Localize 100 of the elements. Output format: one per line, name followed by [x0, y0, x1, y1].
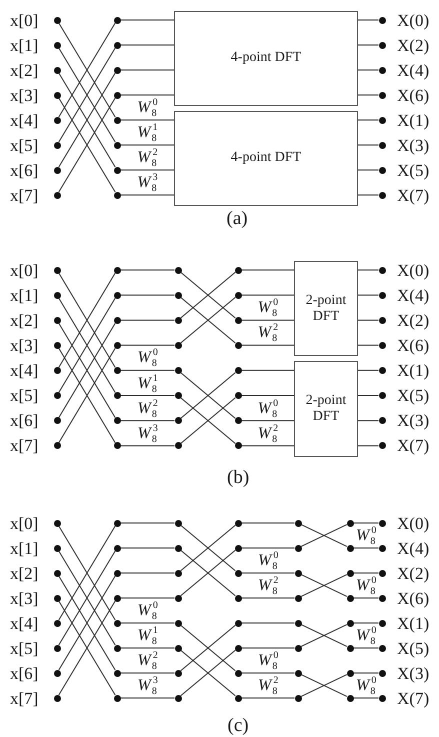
dot-icon [54, 66, 60, 74]
crossed-lines [58, 550, 116, 646]
connector-line [120, 344, 175, 346]
dot-icon [234, 392, 242, 399]
signal-label: x[7] [10, 690, 38, 706]
dot-icon [234, 366, 242, 374]
dot-icon [378, 442, 386, 450]
dot-icon [114, 644, 120, 652]
block-label: 2-point DFT [304, 392, 348, 426]
signal-label: X(1) [397, 112, 430, 128]
dot-icon [294, 670, 302, 676]
crossed-lines [180, 397, 236, 444]
dot-icon [294, 570, 302, 576]
dot-icon [378, 342, 386, 349]
crossed-lines [180, 624, 236, 672]
crossed-lines [180, 650, 236, 696]
connector-line [358, 420, 379, 422]
dot-icon [378, 544, 386, 552]
connector-line [358, 370, 379, 371]
dot-icon [378, 142, 386, 148]
connector-line [241, 522, 295, 524]
dot-icon [54, 292, 60, 299]
dot-icon [378, 266, 386, 274]
dot-icon [234, 694, 242, 702]
connector-line [353, 572, 379, 574]
dot-icon [234, 670, 242, 676]
connector-line [241, 370, 294, 371]
dot-icon [234, 644, 242, 652]
dot-icon [174, 594, 182, 602]
dot-icon [346, 594, 354, 602]
dot-icon [114, 92, 120, 98]
connector-line [358, 320, 379, 321]
connector-line [358, 144, 379, 146]
dot-icon [114, 366, 120, 374]
signal-label: x[4] [10, 614, 38, 632]
process-box [174, 11, 358, 106]
connector-line [241, 445, 294, 446]
process-box [294, 361, 358, 457]
dot-icon [346, 644, 354, 652]
dot-icon [294, 620, 302, 626]
connector-line [120, 194, 174, 196]
signal-label: x[4] [10, 362, 38, 379]
dot-icon [378, 620, 386, 626]
dot-icon [114, 417, 120, 424]
dot-icon [54, 366, 60, 374]
signal-label: X(0) [397, 514, 430, 532]
signal-label: X(5) [397, 162, 430, 178]
dot-icon [54, 594, 60, 602]
crossed-lines [58, 322, 116, 418]
connector-line [120, 395, 175, 396]
dot-icon [378, 520, 386, 526]
crossed-lines [300, 524, 348, 547]
signal-label: x[6] [10, 412, 38, 430]
crossed-lines [180, 372, 236, 419]
connector-line [358, 194, 379, 196]
crossed-lines [300, 574, 348, 597]
signal-label: X(3) [397, 664, 430, 682]
panel-label: (b) [227, 468, 250, 486]
dot-icon [174, 342, 182, 349]
dot-icon [114, 266, 120, 274]
connector-line [120, 572, 175, 574]
process-box [174, 111, 358, 206]
connector-line [120, 622, 175, 624]
dot-icon [114, 42, 120, 48]
dot-icon [346, 544, 354, 552]
block-label: 4-point DFT [230, 150, 302, 167]
signal-label: X(7) [397, 690, 430, 706]
connector-line [358, 445, 379, 446]
signal-label: x[2] [10, 564, 38, 582]
dot-icon [174, 316, 182, 324]
signal-label: x[6] [10, 664, 38, 682]
signal-label: X(2) [397, 36, 430, 54]
dot-icon [174, 670, 182, 676]
dot-icon [54, 92, 60, 98]
signal-label: x[7] [10, 437, 38, 454]
dot-icon [234, 520, 242, 526]
dot-icon [234, 342, 242, 349]
dot-icon [378, 42, 386, 48]
dot-icon [114, 192, 120, 198]
dot-icon [114, 166, 120, 174]
signal-label: X(7) [397, 437, 430, 454]
dot-icon [54, 570, 60, 576]
dot-icon [378, 16, 386, 24]
dot-icon [294, 544, 302, 552]
dot-icon [54, 392, 60, 399]
signal-label: x[3] [10, 590, 38, 606]
crossed-lines [58, 98, 116, 192]
connector-line [241, 672, 295, 674]
signal-label: X(1) [397, 362, 430, 379]
dot-icon [378, 192, 386, 198]
dot-icon [378, 417, 386, 424]
dot-icon [234, 570, 242, 576]
signal-label: X(0) [397, 262, 430, 278]
connector-line [120, 420, 175, 422]
dot-icon [234, 316, 242, 324]
connector-line [120, 672, 175, 674]
connector-line [353, 672, 379, 674]
signal-label: x[5] [10, 136, 38, 154]
dot-icon [114, 570, 120, 576]
crossed-lines [180, 296, 236, 344]
